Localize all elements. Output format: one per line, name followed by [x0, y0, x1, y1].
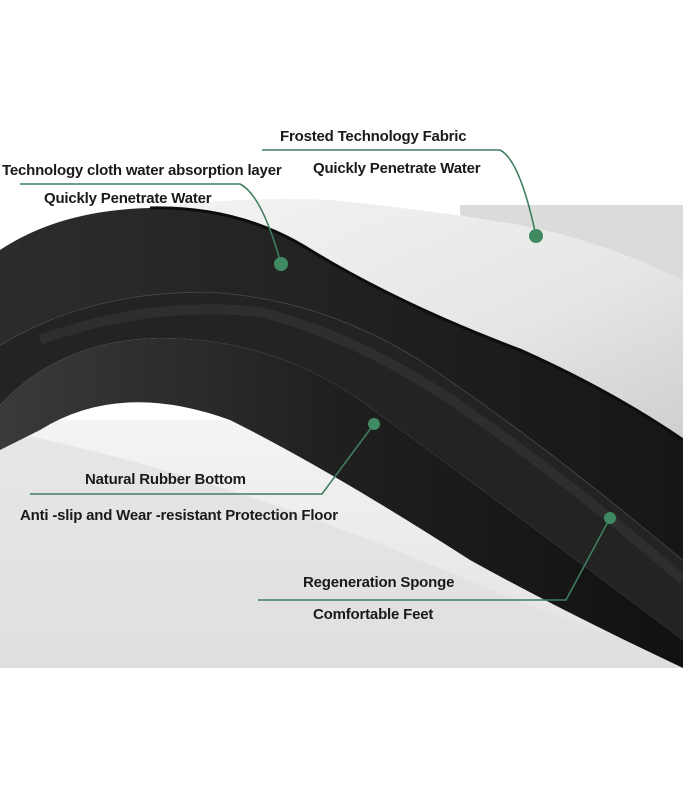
floor-shadow [0, 430, 683, 668]
absorption-layer-subtitle: Quickly Penetrate Water [44, 190, 212, 207]
leader-sponge [258, 517, 611, 601]
marker-dot-rubber [368, 418, 380, 430]
rubber-bottom-subtitle: Anti -slip and Wear -resistant Protectio… [20, 507, 338, 524]
leader-rubber [30, 423, 375, 495]
rubber-layer-shape [0, 338, 683, 668]
leader-frosted [262, 149, 537, 237]
absorption-layer-shape [0, 207, 683, 561]
rubber-bottom-title: Natural Rubber Bottom [85, 471, 246, 488]
marker-dot-frosted [529, 229, 543, 243]
frosted-fabric-edge [149, 206, 683, 442]
sponge-texture [38, 304, 683, 584]
marker-dot-sponge [604, 512, 616, 524]
marker-dots [274, 229, 616, 524]
absorption-layer-title: Technology cloth water absorption layer [2, 162, 282, 179]
sponge-title: Regeneration Sponge [303, 574, 455, 591]
leader-lines [20, 149, 611, 601]
frosted-fabric-subtitle: Quickly Penetrate Water [313, 160, 481, 177]
marker-dot-absorption [274, 257, 288, 271]
frosted-fabric-title: Frosted Technology Fabric [280, 128, 467, 145]
frosted-fabric-shape [150, 199, 683, 440]
leader-absorption [20, 183, 282, 265]
sponge-subtitle: Comfortable Feet [313, 606, 434, 623]
sponge-layer-shape [0, 291, 683, 640]
